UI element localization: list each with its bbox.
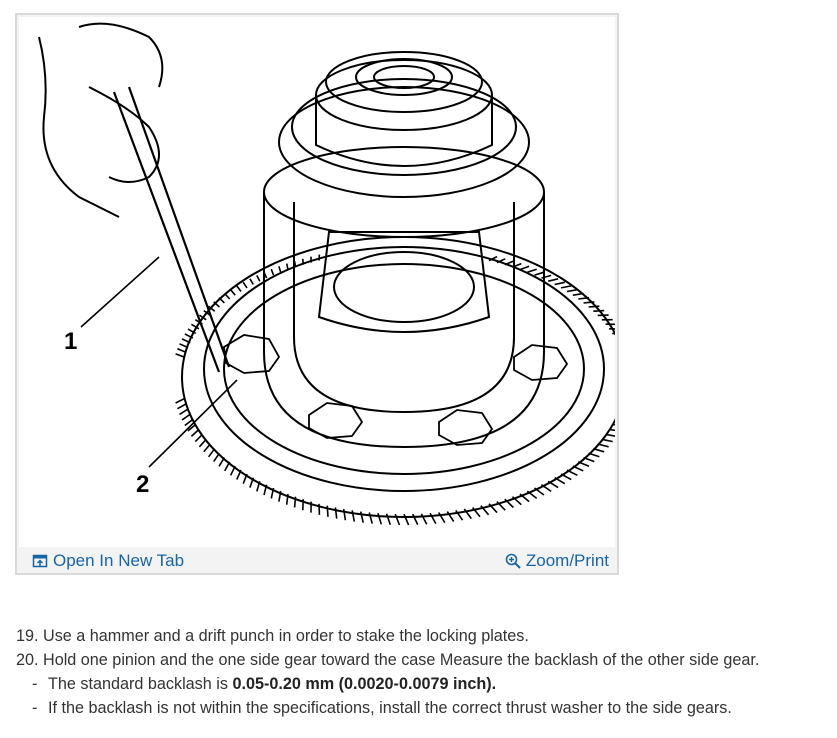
backlash-spec: 0.05-0.20 mm (0.0020-0.0079 inch). bbox=[232, 675, 497, 693]
open-in-new-tab-icon bbox=[32, 554, 48, 568]
differential-illustration[interactable]: 1 2 bbox=[19, 17, 615, 547]
open-in-new-tab-link[interactable]: Open In New Tab bbox=[32, 551, 184, 571]
open-in-new-tab-label: Open In New Tab bbox=[53, 551, 185, 570]
sub-item-standard-backlash: -The standard backlash is 0.05-0.20 mm (… bbox=[16, 672, 831, 696]
step-text: Use a hammer and a drift punch in order … bbox=[43, 627, 529, 645]
bullet-dash: - bbox=[32, 675, 38, 693]
step-number: 19. bbox=[16, 627, 39, 645]
step-number: 20. bbox=[16, 651, 39, 669]
zoom-magnifier-icon bbox=[505, 553, 521, 569]
procedure-steps: 19. Use a hammer and a drift punch in or… bbox=[16, 624, 831, 720]
zoom-print-link[interactable]: Zoom/Print bbox=[505, 551, 609, 571]
differential-drawing: 1 2 bbox=[38, 22, 615, 526]
sub-item-text: If the backlash is not within the specif… bbox=[48, 699, 732, 717]
step-19: 19. Use a hammer and a drift punch in or… bbox=[16, 624, 831, 648]
figure-frame: 1 2 Open In New Tab Zoom/Print bbox=[15, 13, 619, 575]
ring-gear-teeth bbox=[175, 254, 615, 526]
bullet-dash: - bbox=[32, 699, 38, 717]
callout-1: 1 bbox=[64, 328, 77, 355]
sub-item-text: The standard backlash is bbox=[48, 675, 233, 693]
zoom-print-label: Zoom/Print bbox=[525, 551, 609, 570]
step-text: Hold one pinion and the one side gear to… bbox=[43, 651, 760, 669]
callout-2: 2 bbox=[136, 471, 149, 498]
sub-item-thrust-washer: -If the backlash is not within the speci… bbox=[16, 696, 831, 720]
figure-toolbar: Open In New Tab Zoom/Print bbox=[17, 547, 617, 573]
step-20: 20. Hold one pinion and the one side gea… bbox=[16, 648, 831, 672]
